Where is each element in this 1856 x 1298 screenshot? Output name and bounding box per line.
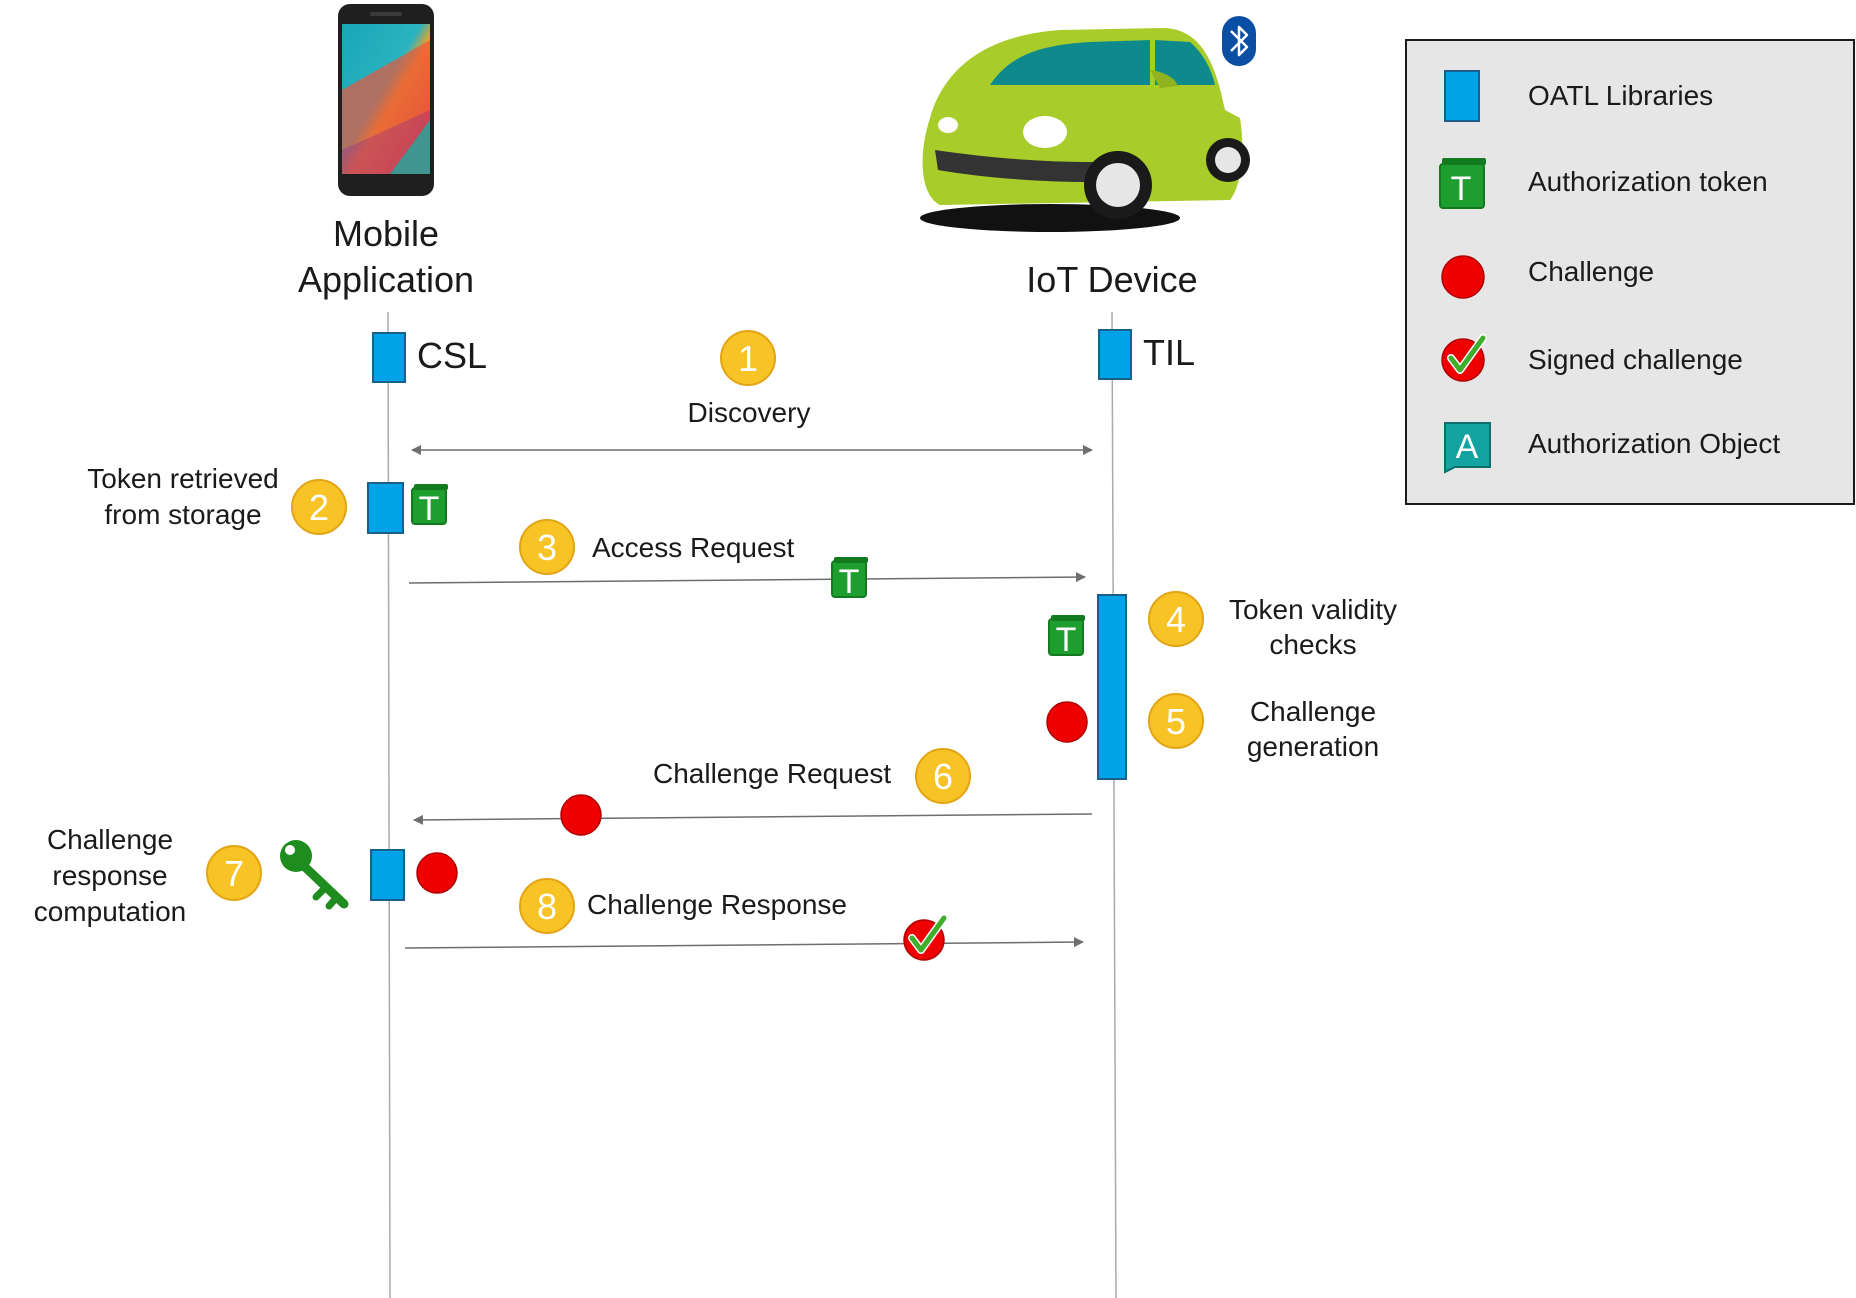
signed-challenge-icon-response (903, 914, 948, 961)
step-4-badge: 4 (1148, 591, 1204, 647)
challenge-response-arrow (404, 937, 1084, 949)
iot-lifeline (1111, 311, 1117, 1298)
svg-text:A: A (1456, 428, 1479, 466)
challenge-request-arrow (413, 813, 1093, 825)
til-library-box (1098, 329, 1132, 380)
mobile-title-line2: Application (298, 259, 474, 300)
step-2-label-line2: from storage (104, 499, 261, 530)
token-icon-step-2: T (411, 484, 448, 528)
svg-text:4: 4 (1166, 599, 1186, 640)
step-5-label-line1: Challenge (1250, 696, 1376, 727)
key-icon (280, 840, 349, 910)
step-6-badge: 6 (915, 748, 971, 804)
legend-item-challenge: Challenge (1441, 255, 1654, 299)
svg-text:8: 8 (537, 886, 557, 927)
iot-title: IoT Device (1026, 259, 1197, 300)
step-7-label-line3: computation (34, 896, 187, 927)
oatl-library-icon (1444, 70, 1480, 122)
svg-text:1: 1 (738, 338, 758, 379)
legend: OATL Libraries T Authorization token Cha… (1405, 39, 1855, 505)
til-label: TIL (1143, 332, 1195, 373)
til-activation-box (1097, 594, 1127, 780)
step-2-label-line1: Token retrieved (87, 463, 278, 494)
step-1-badge: 1 (720, 330, 776, 386)
step-7-label-line1: Challenge (47, 824, 173, 855)
legend-item-signed-challenge: Signed challenge (1441, 334, 1743, 382)
svg-text:2: 2 (309, 487, 329, 528)
svg-text:Authorization Object: Authorization Object (1528, 428, 1780, 459)
mobile-lifeline (387, 311, 391, 1298)
svg-text:Challenge: Challenge (1528, 256, 1654, 287)
step-4-label-line2: checks (1269, 629, 1356, 660)
bluetooth-icon (1222, 16, 1256, 66)
svg-text:T: T (839, 563, 860, 601)
step-5-badge: 5 (1148, 693, 1204, 749)
legend-item-oatl-libraries: OATL Libraries (1444, 70, 1713, 122)
authorization-token-icon: T (1439, 158, 1486, 209)
step-2-badge: 2 (291, 479, 347, 535)
svg-text:T: T (419, 490, 440, 528)
authorization-object-icon: A (1444, 422, 1491, 474)
step-7-badge: 7 (206, 845, 262, 901)
step-3-label: Access Request (592, 532, 795, 563)
svg-text:T: T (1451, 170, 1472, 208)
step-3-badge: 3 (519, 519, 575, 575)
step-1-label: Discovery (688, 397, 811, 428)
step-7-label-line2: response (52, 860, 167, 891)
mobile-title-line1: Mobile (333, 213, 439, 254)
legend-item-authorization-token: T Authorization token (1439, 158, 1768, 209)
csl-activation-box-7 (370, 849, 405, 901)
csl-activation-box-2 (367, 482, 404, 534)
token-icon-access-request: T (831, 557, 868, 601)
svg-text:T: T (1056, 621, 1077, 659)
car-icon (920, 28, 1250, 232)
signed-challenge-icon (1441, 334, 1487, 382)
csl-label: CSL (417, 335, 487, 376)
challenge-icon (1441, 255, 1485, 299)
step-8-label: Challenge Response (587, 889, 847, 920)
svg-text:Authorization token: Authorization token (1528, 166, 1768, 197)
svg-text:3: 3 (537, 527, 557, 568)
legend-item-authorization-object: A Authorization Object (1444, 422, 1780, 474)
step-4-label-line1: Token validity (1229, 594, 1397, 625)
csl-library-box (372, 332, 406, 383)
challenge-icon-step-5 (1046, 701, 1088, 743)
svg-text:7: 7 (224, 853, 244, 894)
svg-text:Signed challenge: Signed challenge (1528, 344, 1743, 375)
access-request-arrow (408, 572, 1086, 584)
svg-text:OATL Libraries: OATL Libraries (1528, 80, 1713, 111)
step-6-label: Challenge Request (653, 758, 891, 789)
step-8-badge: 8 (519, 878, 575, 934)
mobile-phone-icon (338, 4, 434, 196)
step-5-label-line2: generation (1247, 731, 1379, 762)
challenge-icon-request (560, 794, 602, 836)
token-icon-step-4: T (1048, 615, 1085, 659)
svg-text:5: 5 (1166, 701, 1186, 742)
challenge-icon-step-7 (416, 852, 458, 894)
svg-text:6: 6 (933, 756, 953, 797)
